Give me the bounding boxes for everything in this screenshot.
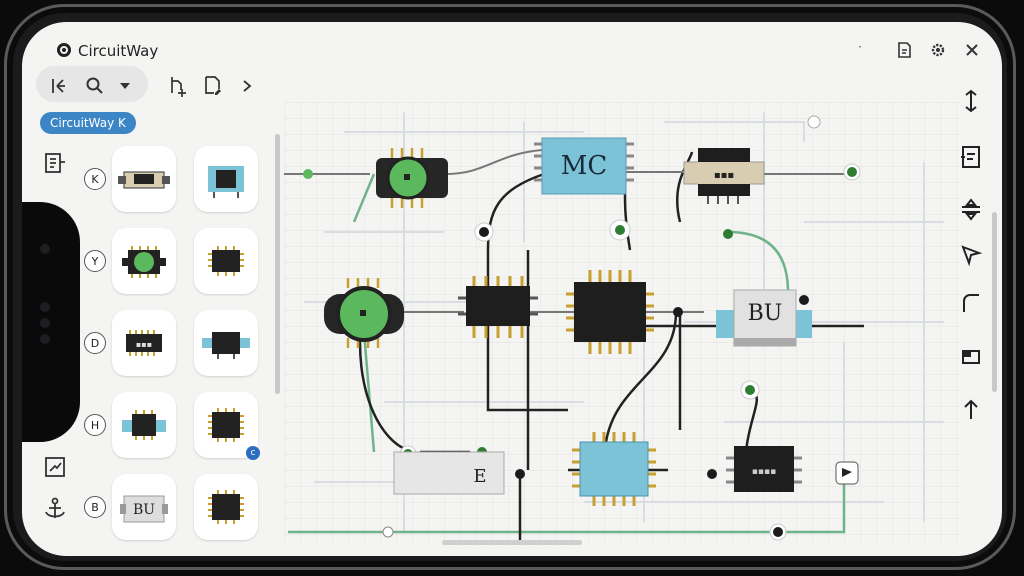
component-tile-dip-black[interactable]: ▪▪▪ <box>112 310 176 376</box>
chevron-right-icon[interactable] <box>234 73 260 99</box>
flag-marker[interactable] <box>835 461 859 485</box>
svg-text:▪▪▪▪: ▪▪▪▪ <box>752 467 776 477</box>
layer-icon[interactable] <box>956 340 986 370</box>
component-tile-round-green[interactable] <box>112 228 176 294</box>
dip-beige-top[interactable]: ▪▪▪ <box>683 148 765 204</box>
row-label-y[interactable]: Y <box>84 250 106 272</box>
main-toolbar <box>36 64 306 104</box>
panel-icon[interactable] <box>956 142 986 172</box>
row-label-b[interactable]: B <box>84 496 106 518</box>
component-tile-soic-teal[interactable] <box>112 392 176 458</box>
component-tile-black-teal-leads[interactable] <box>194 310 258 376</box>
chip-mc[interactable]: MC <box>534 137 634 195</box>
sensor-dot <box>40 302 50 312</box>
row-label-h[interactable]: H <box>84 414 106 436</box>
svg-text:▪▪▪: ▪▪▪ <box>714 170 734 181</box>
ic-black-center-left[interactable] <box>458 276 538 338</box>
app-screen: CircuitWay · <box>22 22 1002 556</box>
anchor-icon[interactable] <box>42 496 68 522</box>
ic-blue-bottom[interactable] <box>572 432 656 506</box>
round-sensor-left[interactable] <box>324 278 404 348</box>
settings-icon[interactable] <box>928 40 948 60</box>
tool-group <box>36 66 148 102</box>
sensor-dot <box>40 334 50 344</box>
component-tile-dip-beige[interactable] <box>112 146 176 212</box>
round-sensor-top[interactable] <box>376 148 448 208</box>
direction-icon[interactable] <box>956 240 986 270</box>
app-title: CircuitWay <box>78 42 159 60</box>
close-icon[interactable] <box>962 40 982 60</box>
chip-bu[interactable]: BU <box>716 289 812 347</box>
align-icon[interactable] <box>956 194 986 224</box>
corner-icon[interactable] <box>956 288 986 318</box>
minimize-dot[interactable]: · <box>858 40 862 54</box>
sensor-dot <box>40 318 50 328</box>
search-icon[interactable] <box>82 73 108 99</box>
green-traces <box>288 173 846 534</box>
component-tile-blue-chip[interactable] <box>194 146 258 212</box>
device-notch <box>22 202 80 442</box>
svg-text:BU: BU <box>133 502 155 518</box>
arrow-up-icon[interactable] <box>956 394 986 424</box>
black-wires <box>358 151 864 544</box>
document-edit-icon[interactable] <box>200 73 226 99</box>
camera-dot <box>40 244 50 254</box>
library-panel-icon[interactable] <box>42 150 68 176</box>
library-tag[interactable]: CircuitWay K <box>40 112 136 134</box>
title-bar: CircuitWay · <box>52 30 992 66</box>
component-tile-qfp-black-2[interactable] <box>194 474 258 540</box>
row-label-d[interactable]: D <box>84 332 106 354</box>
canvas-vertical-scrollbar[interactable] <box>992 212 997 392</box>
add-component-icon[interactable] <box>164 73 190 99</box>
chip-e[interactable]: E <box>393 451 505 495</box>
gear-logo-icon <box>57 43 71 57</box>
chevron-down-icon[interactable] <box>112 73 138 99</box>
row-label-k[interactable]: K <box>84 168 106 190</box>
device-frame: CircuitWay · <box>4 4 1016 570</box>
component-tile-qfn-black[interactable] <box>194 228 258 294</box>
ic-black-bottom-right[interactable]: ▪▪▪▪ <box>726 446 802 492</box>
chip-bu-label: BU <box>748 301 783 326</box>
resize-vertical-icon[interactable] <box>956 86 986 116</box>
svg-text:▪▪▪: ▪▪▪ <box>136 340 152 349</box>
export-icon[interactable] <box>894 40 914 60</box>
info-badge[interactable]: c <box>246 446 260 460</box>
export-chart-icon[interactable] <box>42 454 68 480</box>
select-tool-icon[interactable] <box>46 73 72 99</box>
schematic-canvas[interactable]: MC ▪▪▪ <box>284 102 960 546</box>
ic-qfp-center[interactable] <box>566 270 654 354</box>
canvas-horizontal-scrollbar[interactable] <box>442 540 582 545</box>
chip-e-label: E <box>473 466 486 487</box>
component-tile-bu-gray[interactable]: BU <box>112 474 176 540</box>
library-scrollbar[interactable] <box>275 134 280 394</box>
chip-mc-label: MC <box>561 151 608 181</box>
